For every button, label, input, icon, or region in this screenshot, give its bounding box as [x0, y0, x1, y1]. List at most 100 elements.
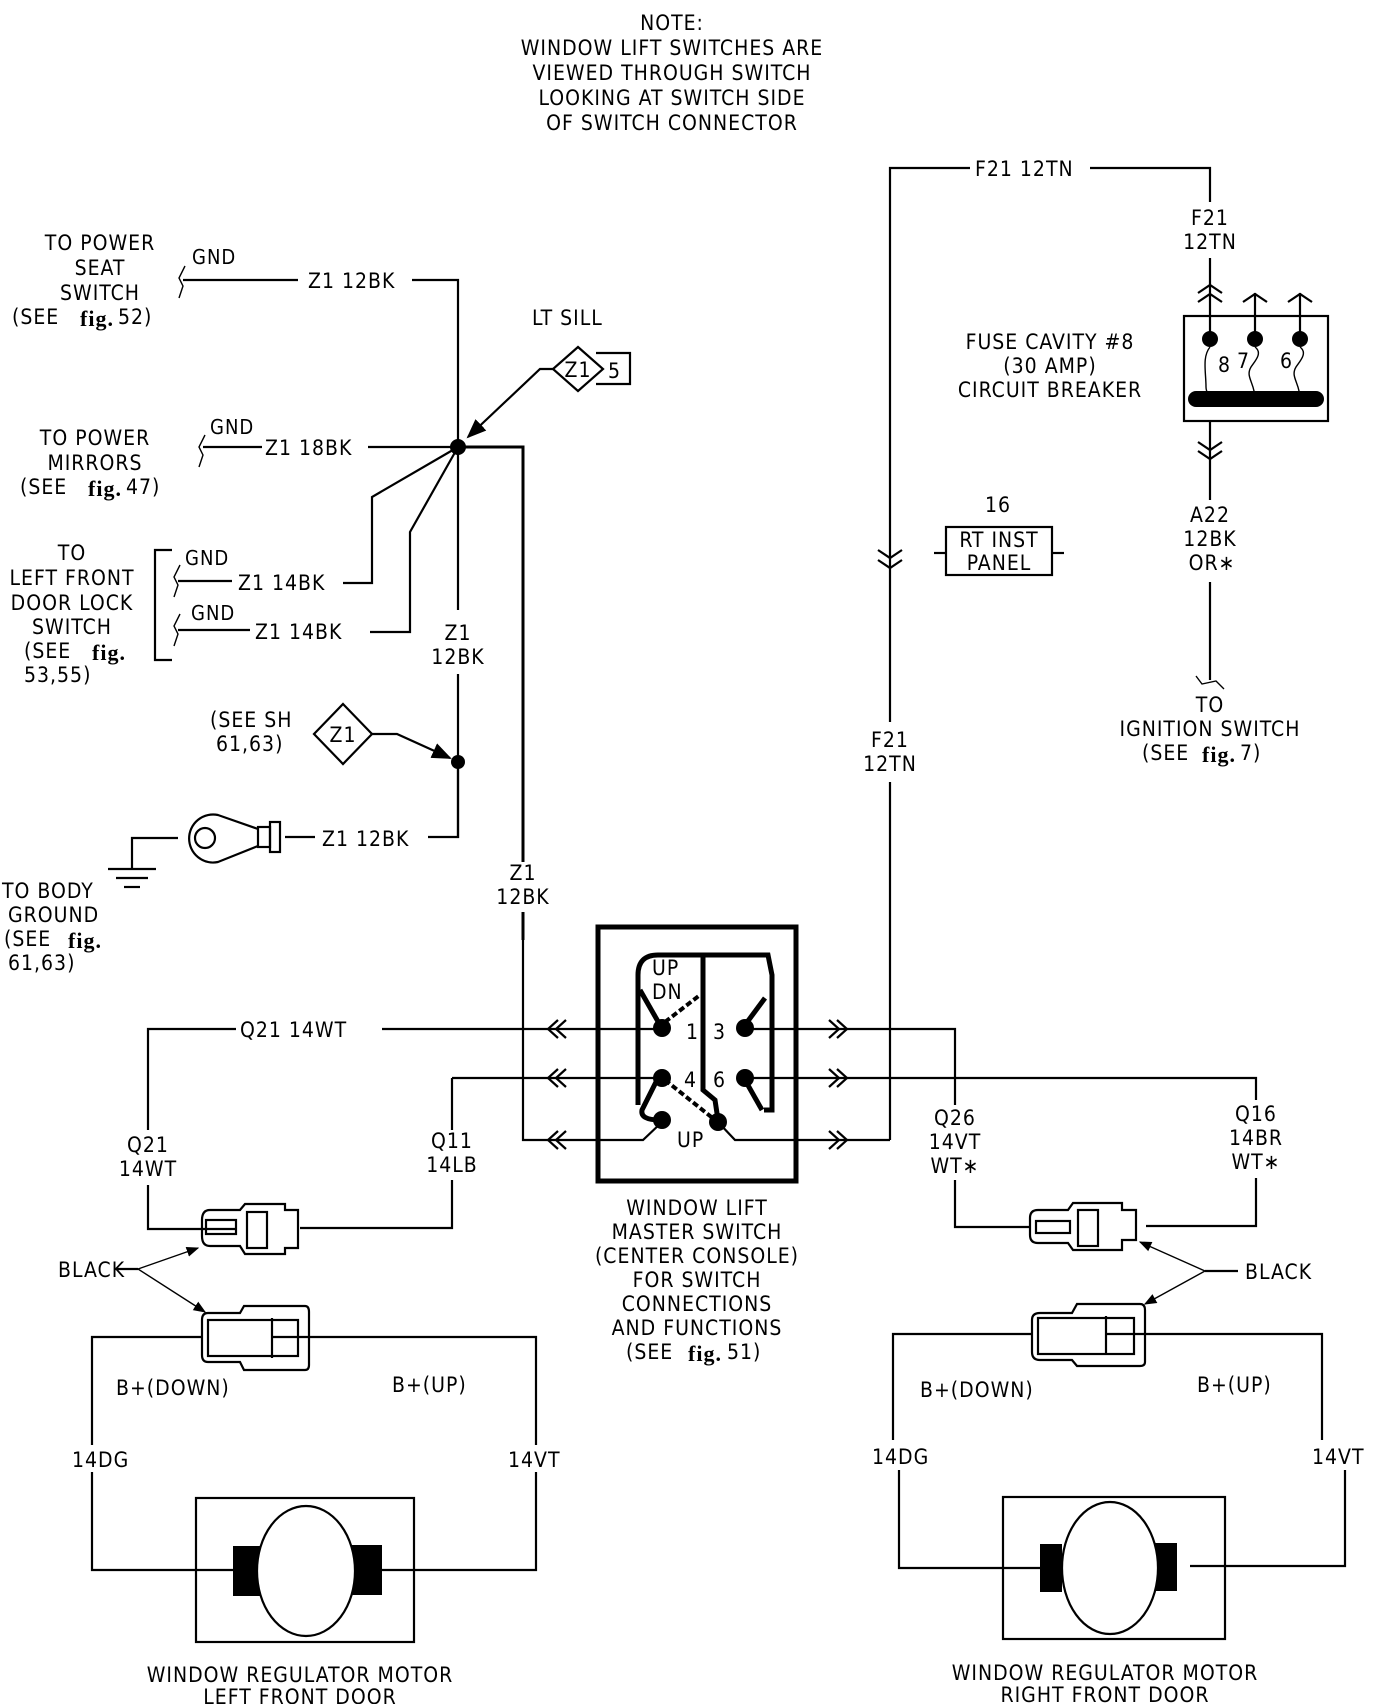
wire [888, 166, 970, 1140]
wire-label: Z1 14BK [255, 620, 342, 644]
connector-icon [546, 1130, 567, 1150]
pin-label: 3 [713, 1020, 726, 1044]
body-ground-label: TO BODY [1, 879, 94, 903]
switch-harness [382, 940, 1258, 1150]
wire-label: 12TN [863, 752, 917, 776]
connector-icon [828, 1019, 849, 1039]
wire-label: WT∗ [930, 1154, 979, 1178]
wire-label: OR∗ [1189, 551, 1236, 575]
door-lock-label: DOOR LOCK [11, 591, 134, 615]
connector-icon [828, 1130, 849, 1150]
fuse-link [1248, 346, 1260, 400]
fuse-label: FUSE CAVITY #8 [966, 330, 1135, 354]
sheet-ref-arrow [372, 732, 452, 760]
b-plus-down-label: B+(DOWN) [116, 1376, 230, 1400]
wire [897, 1470, 1040, 1570]
fig-ref: fig. [88, 476, 122, 501]
wire-label: 14DG [72, 1448, 129, 1472]
b-plus-up-label: B+(UP) [1197, 1373, 1272, 1397]
ignition-label: IGNITION SWITCH [1120, 717, 1301, 741]
wire-label: F21 [871, 728, 909, 752]
inst-panel-label: RT INST [959, 528, 1038, 552]
fig-number: 47) [126, 475, 160, 499]
fig-number: 7) [1240, 741, 1261, 765]
wire [745, 1027, 957, 1105]
power-seat-label: SWITCH [60, 281, 140, 305]
master-switch: UP DN 1 3 4 6 UP WINDOW LIFT MASTER SWIT… [595, 924, 799, 1366]
wire [343, 446, 459, 585]
door-lock-label: LEFT FRONT [9, 566, 134, 590]
wire [953, 1180, 1030, 1229]
right-door-circuit: Q26 14VT WT∗ Q16 14BR WT∗ BLACK B+(DOWN)… [872, 1102, 1365, 1704]
wire [428, 762, 460, 839]
door-lock-label: TO [57, 541, 86, 565]
ground-symbol-icon [108, 867, 156, 889]
power-feed: F21 12TN F21 12TN 8 7 6 FUSE CAVITY #8 (… [863, 157, 1330, 1140]
wire [1190, 1470, 1347, 1568]
wire-label: 12TN [1183, 230, 1237, 254]
gnd-label: GND [210, 415, 254, 439]
wire [130, 836, 178, 869]
fig-ref: fig. [1202, 742, 1236, 767]
wire-break-icon [173, 613, 181, 647]
motor-brush [1155, 1543, 1177, 1591]
switch-caption: AND FUNCTIONS [612, 1316, 783, 1340]
connector-color-label: BLACK [1245, 1260, 1312, 1284]
switch-caption: CONNECTIONS [622, 1292, 773, 1316]
wire-label: 14VT [929, 1130, 982, 1154]
bracket [153, 548, 172, 662]
motor-caption: RIGHT FRONT DOOR [1000, 1683, 1209, 1704]
sheet-ref-diamond [312, 702, 374, 766]
wire [272, 1335, 538, 1445]
terminal-label: 8 [1218, 353, 1231, 377]
connector-icon [1197, 441, 1223, 461]
switch-caption: MASTER SWITCH [612, 1220, 783, 1244]
wire-label: 14LB [426, 1153, 478, 1177]
fuse-label: CIRCUIT BREAKER [958, 378, 1142, 402]
connector-icon [1242, 292, 1268, 303]
note-line: WINDOW LIFT SWITCHES ARE [521, 36, 823, 60]
pin-label: 4 [684, 1068, 697, 1092]
motor-brush [1040, 1544, 1062, 1592]
see-ref: (SEE [12, 305, 59, 329]
wire-label: Z1 12BK [322, 827, 409, 851]
wire-label: Q11 [431, 1129, 473, 1153]
wire-label: 14VT [1312, 1445, 1365, 1469]
motor-housing [194, 1496, 416, 1644]
switch-label-dn: DN [652, 980, 683, 1004]
connector-icon [546, 1019, 567, 1039]
fig-ref: fig. [92, 640, 126, 665]
bus-bar [1188, 391, 1324, 407]
wire-break-icon [173, 564, 181, 598]
splice-diamond [551, 345, 605, 393]
wire-label: 12BK [1183, 527, 1236, 551]
fig-number: 51) [727, 1340, 761, 1364]
wire-break-icon [178, 265, 186, 299]
wire [90, 1335, 202, 1445]
door-lock-label: SWITCH [32, 615, 112, 639]
inst-panel-label: PANEL [967, 551, 1032, 575]
power-mirrors-label: MIRRORS [47, 451, 142, 475]
wire [300, 1180, 454, 1230]
wire [90, 1472, 233, 1572]
see-ref: (SEE [626, 1340, 673, 1364]
pin-label: 6 [713, 1068, 726, 1092]
sheet-ref-diamond-label: Z1 [330, 723, 357, 747]
note-block: NOTE: WINDOW LIFT SWITCHES ARE VIEWED TH… [521, 11, 823, 135]
pointer-arrow [137, 1268, 207, 1313]
wire [717, 1121, 890, 1142]
wire [521, 940, 663, 1142]
wire-label: 12BK [431, 645, 484, 669]
switch-caption: WINDOW LIFT [626, 1196, 768, 1220]
wire [458, 445, 525, 940]
switch-label-up: UP [652, 956, 679, 980]
connector-icon [1287, 292, 1313, 303]
lt-sill-label: LT SILL [532, 306, 603, 330]
fuse-link [1293, 346, 1305, 400]
motor-caption: WINDOW REGULATOR MOTOR [952, 1661, 1259, 1685]
splice-box [596, 351, 632, 386]
splice-box-label: 5 [608, 359, 621, 383]
harness-connector-icon [200, 1202, 300, 1256]
b-plus-down-label: B+(DOWN) [920, 1378, 1034, 1402]
